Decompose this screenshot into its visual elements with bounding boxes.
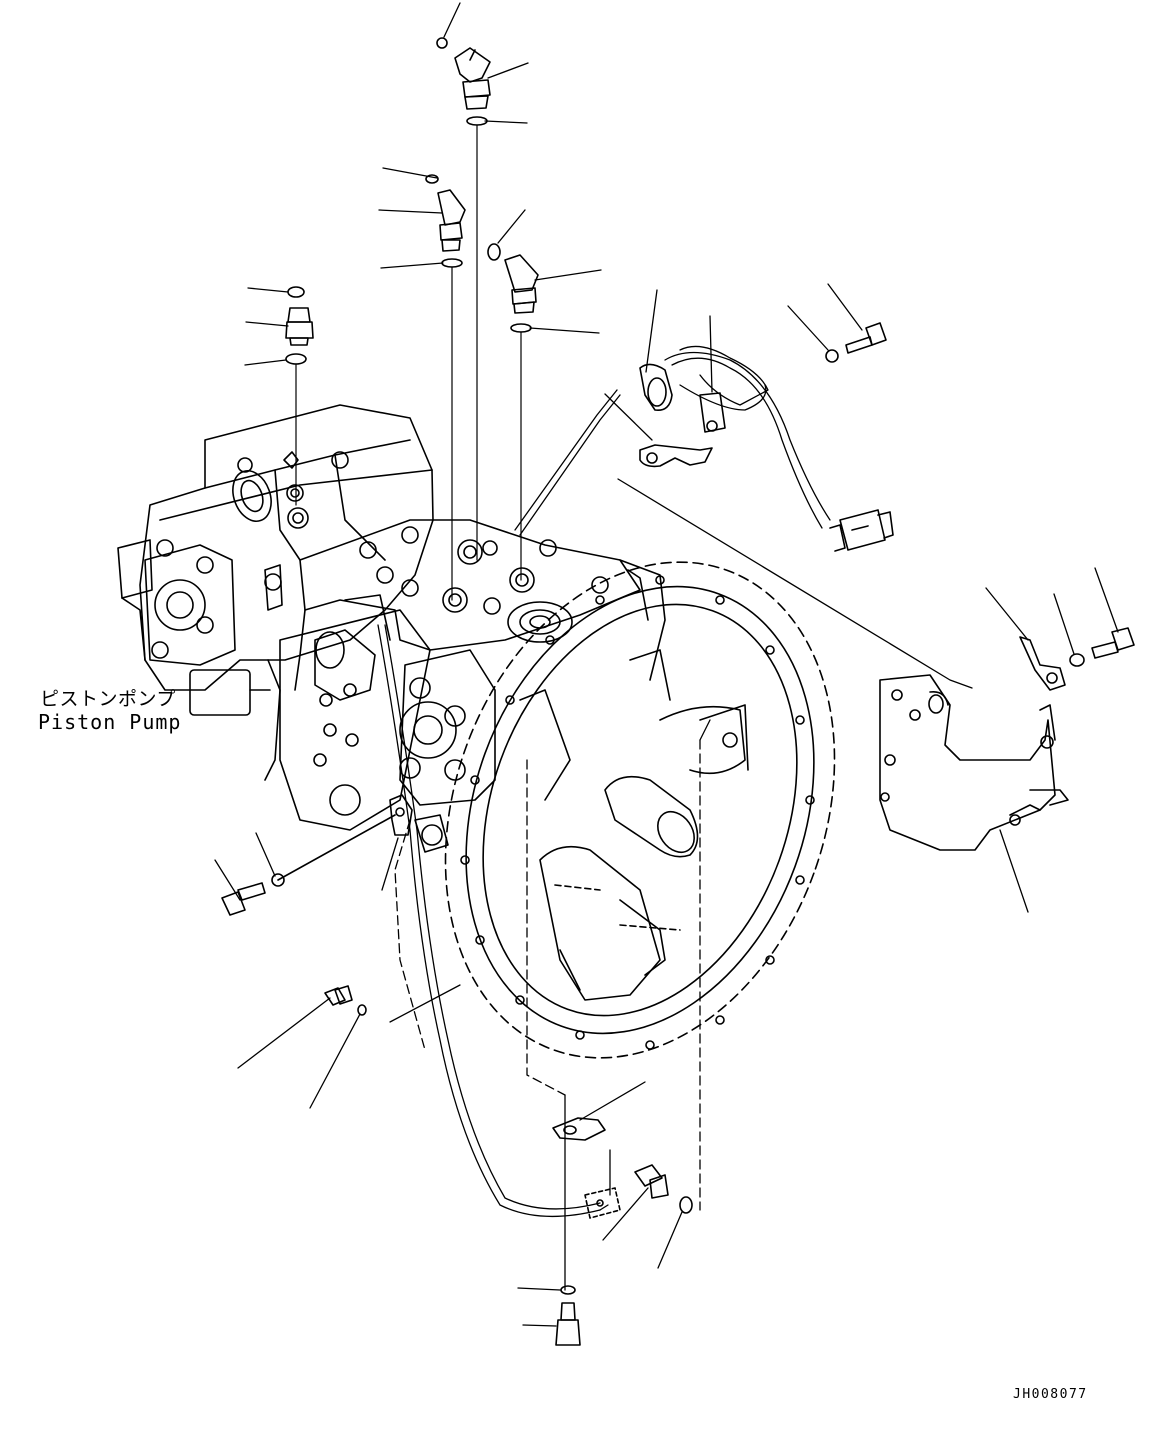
bracket-clip — [1020, 637, 1065, 690]
elbow-fitting-mid — [426, 175, 465, 267]
pump-valve-block — [300, 520, 640, 650]
lower-clamp — [553, 1118, 605, 1140]
leader-lines — [215, 3, 1118, 1326]
sensor-connector — [830, 510, 893, 551]
harness-clamps-top — [640, 364, 725, 466]
pump-front-section — [280, 610, 430, 830]
part-name-japanese: ピストンポンプ — [40, 688, 176, 710]
mounting-bracket — [880, 675, 1068, 850]
piston-pump-body — [118, 405, 665, 852]
wiring-harness — [378, 346, 972, 1290]
flange-bolt-holes — [461, 576, 814, 1049]
lower-washer-bolt — [556, 1286, 580, 1345]
pump-rear-block — [140, 405, 433, 690]
bolt-top-right — [826, 323, 886, 362]
plug-lower-right — [635, 1165, 692, 1213]
bolt-bracket — [1070, 628, 1134, 666]
flywheel-housing — [379, 507, 901, 1113]
drawing-code: JH008077 — [1013, 1387, 1088, 1402]
elbow-fitting-top — [437, 38, 490, 125]
p-clamp-pump — [390, 795, 412, 835]
straight-fitting-left — [286, 287, 313, 364]
elbow-fitting-right — [488, 244, 538, 332]
fitting-guide-lines — [296, 125, 521, 600]
lower-connector — [585, 1188, 620, 1218]
part-name-english: Piston Pump — [38, 710, 182, 734]
pump-shaft — [605, 777, 698, 857]
plug-lower-left — [325, 986, 366, 1015]
pump-left-housing — [118, 540, 152, 598]
bolt-left — [222, 815, 395, 915]
